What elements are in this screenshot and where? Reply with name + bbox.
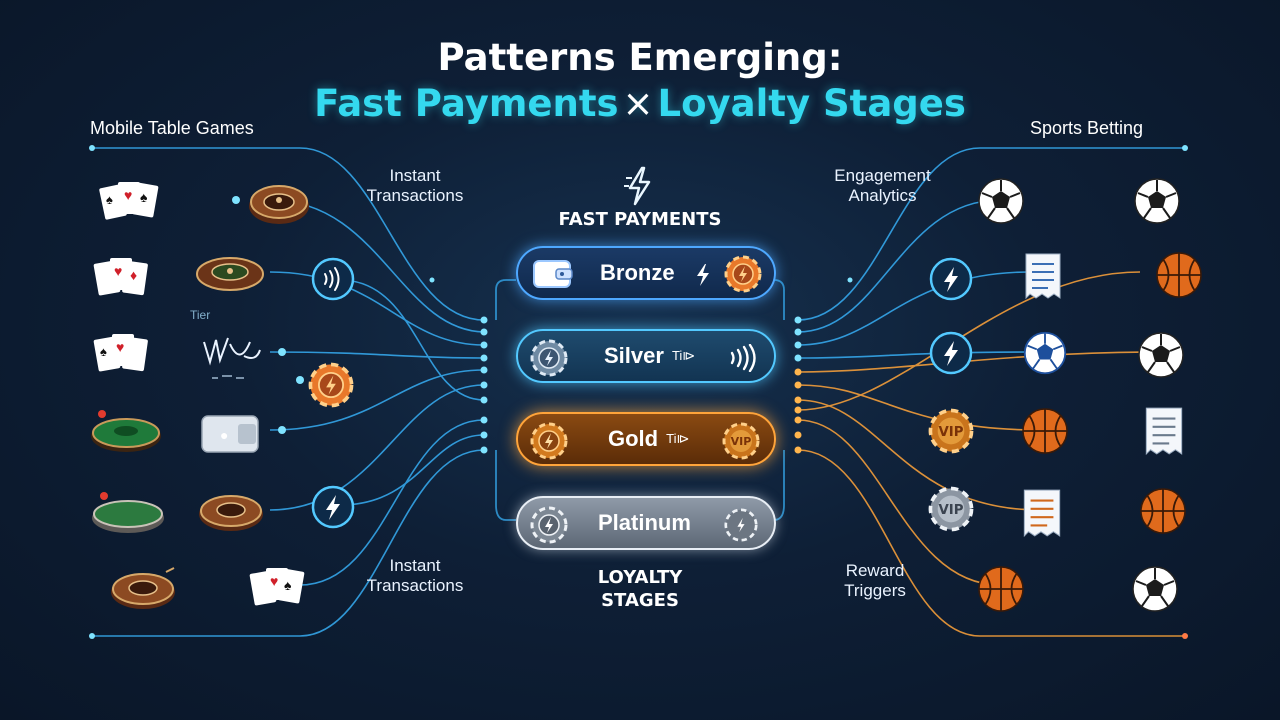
vip-chip-icon: VIP <box>928 408 974 454</box>
vip-badge-text: VIP <box>939 503 964 518</box>
tier-name-platinum: Platinum <box>598 510 691 535</box>
page-subtitle: Fast Payments×Loyalty Stages <box>0 82 1280 125</box>
contactless-node-icon <box>311 257 355 301</box>
tier-gold[interactable]: Gold Ti⧐ VIP <box>516 412 776 466</box>
card-payment-icon: ● <box>201 415 259 453</box>
loyalty-stages-label: LOYALTY STAGES <box>597 567 683 611</box>
playing-cards-icon: ♥ ♠ ♠ <box>99 182 159 220</box>
bet-slip-icon <box>1023 489 1061 538</box>
subtitle-separator: × <box>622 82 654 125</box>
label-reward-triggers: Reward Triggers <box>844 561 906 600</box>
roulette-wheel-icon <box>199 495 263 531</box>
subtitle-right: Loyalty Stages <box>657 82 966 125</box>
section-sports-betting: Sports Betting <box>1030 118 1144 138</box>
svg-text:♠: ♠ <box>106 192 113 207</box>
label-instant-transactions-top: Instant Transactions <box>366 166 464 205</box>
soccer-ball-icon <box>1134 178 1180 224</box>
svg-text:●: ● <box>220 427 228 443</box>
subtitle-left: Fast Payments <box>314 82 619 125</box>
playing-cards-icon: ♥♦ <box>93 258 148 296</box>
lightning-node-icon <box>929 331 973 375</box>
tier-sub-silver: Ti⧐ <box>671 348 696 363</box>
tier-bronze[interactable]: Bronze <box>516 246 776 300</box>
svg-text:♦: ♦ <box>130 267 137 283</box>
svg-text:♠: ♠ <box>140 189 148 205</box>
basketball-icon <box>1022 408 1068 454</box>
label-instant-transactions-bottom: Instant Transactions <box>366 556 464 595</box>
soccer-ball-icon <box>978 178 1024 224</box>
lightning-node-icon <box>311 485 355 529</box>
basketball-icon <box>1140 488 1186 534</box>
svg-text:♥: ♥ <box>116 339 124 355</box>
svg-text:♠: ♠ <box>100 344 107 359</box>
playing-cards-icon: ♥♠ <box>249 568 305 606</box>
svg-text:♠: ♠ <box>284 577 292 593</box>
contactless-icon <box>730 344 756 372</box>
basketball-icon <box>978 566 1024 612</box>
casino-chip-icon <box>308 362 354 408</box>
tier-name-gold: Gold <box>608 426 659 451</box>
playing-cards-icon: ♠♥ <box>93 334 148 372</box>
casino-chip-icon <box>724 255 762 293</box>
wallet-icon <box>533 260 573 288</box>
tier-name-silver: Silver <box>604 343 664 368</box>
svg-text:♥: ♥ <box>270 573 278 589</box>
lightning-icon <box>697 264 709 286</box>
vip-chip-icon: VIP <box>722 422 760 460</box>
tier-name-bronze: Bronze <box>600 260 675 285</box>
roulette-wheel-icon <box>249 185 309 224</box>
bet-slip-icon <box>1145 407 1183 456</box>
fast-payments-label: FAST PAYMENTS <box>558 209 722 230</box>
lightning-icon <box>624 166 651 206</box>
handwriting-scribble-icon <box>203 337 261 379</box>
tier-platinum[interactable]: Platinum <box>516 496 776 550</box>
casino-chip-icon <box>530 339 568 377</box>
soccer-ball-icon <box>1023 331 1067 375</box>
roulette-wheel-icon <box>196 257 264 291</box>
page-title: Patterns Emerging: <box>437 36 843 79</box>
casino-table-icon <box>91 410 161 452</box>
roulette-wheel-icon <box>111 567 175 609</box>
section-mobile-table-games: Mobile Table Games <box>90 118 254 138</box>
soccer-ball-icon <box>1138 332 1184 378</box>
vip-chip-icon: VIP <box>928 486 974 532</box>
tier-silver[interactable]: Silver Ti⧐ <box>516 329 776 383</box>
casino-chip-icon <box>724 508 758 542</box>
casino-chip-icon <box>530 422 568 460</box>
label-tier-small: Tier <box>190 308 211 322</box>
soccer-ball-icon <box>1132 566 1178 612</box>
lightning-node-icon <box>929 257 973 301</box>
vip-badge-text: VIP <box>939 425 964 440</box>
svg-text:♥: ♥ <box>124 187 132 203</box>
vip-badge-text: VIP <box>731 435 752 448</box>
tier-sub-gold: Ti⧐ <box>666 431 690 446</box>
casino-chip-icon <box>530 506 568 544</box>
casino-table-icon <box>92 492 164 533</box>
label-engagement-analytics: Engagement Analytics <box>834 166 931 205</box>
svg-text:♥: ♥ <box>114 263 122 279</box>
bet-slip-icon <box>1025 253 1061 300</box>
basketball-icon <box>1156 252 1202 298</box>
